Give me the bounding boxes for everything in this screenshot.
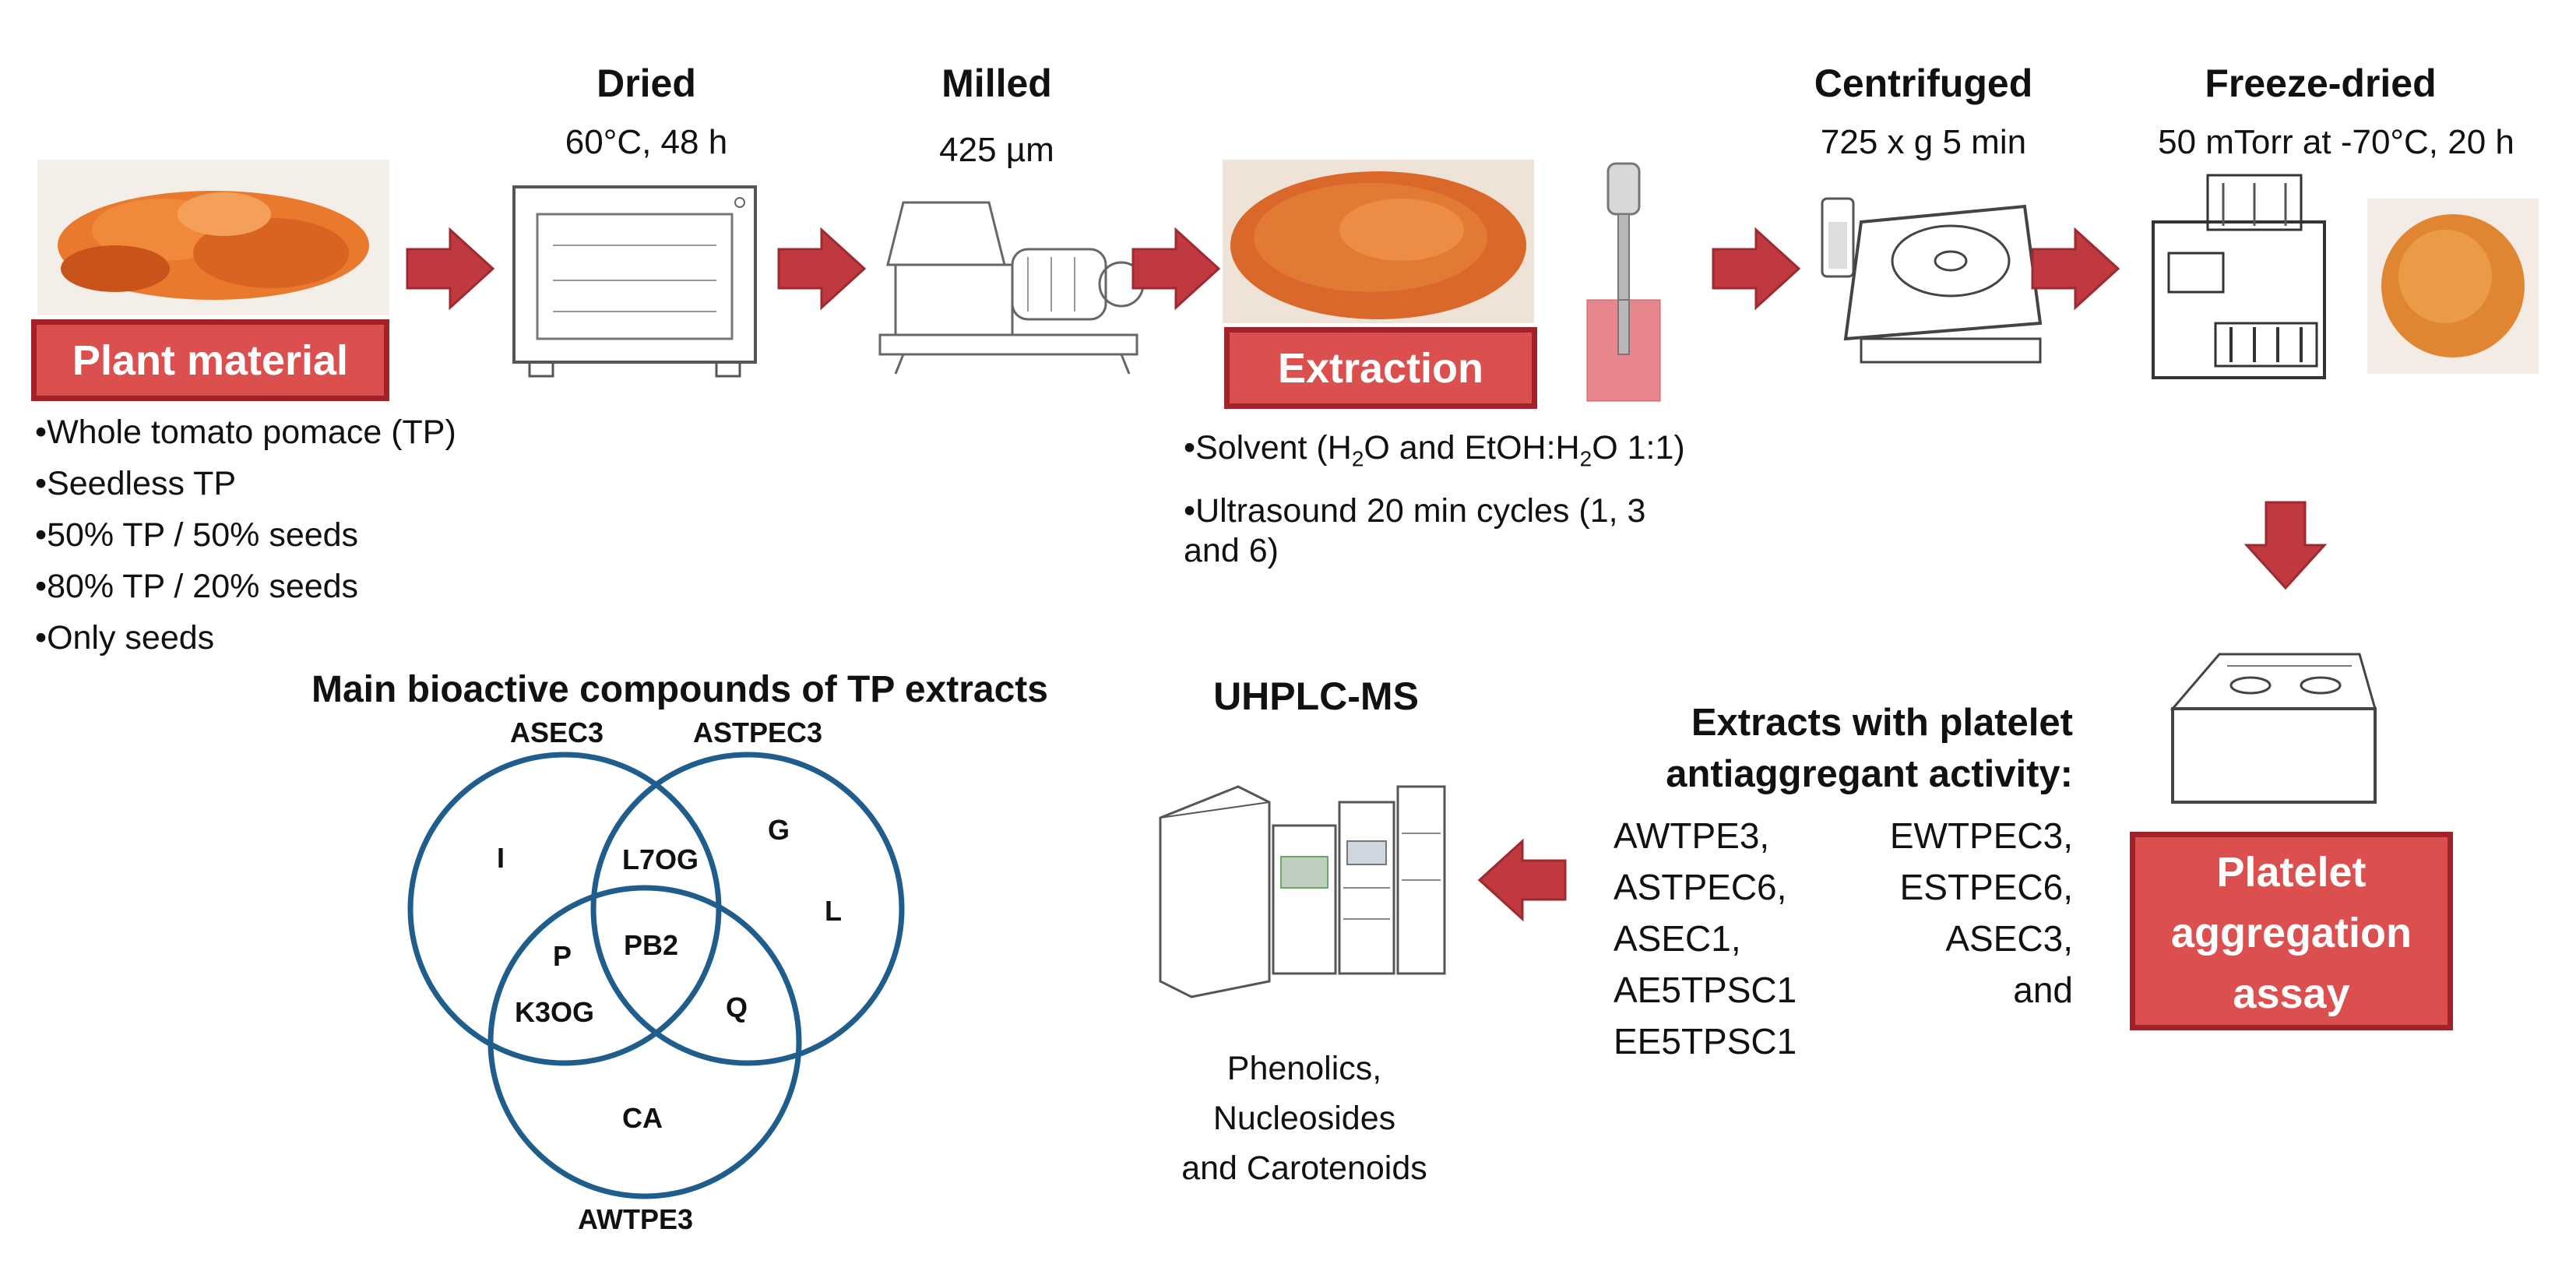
list-item: ASEC3, <box>1945 918 2073 959</box>
stage-title-centrifuged: Centrifuged <box>1814 62 2033 105</box>
ultrasound-probe-drawing <box>1586 162 1661 402</box>
venn-title: Main bioactive compounds of TP extracts <box>311 669 1048 710</box>
list-item: AE5TPSC1 <box>1614 970 1797 1010</box>
uhplc-instrument-drawing <box>1159 785 1446 998</box>
list-item: Whole tomato pomace (TP) <box>35 407 456 458</box>
mill-drawing <box>878 201 1145 375</box>
stage-param-freeze-dried: 50 mTorr at -70°C, 20 h <box>2158 123 2514 161</box>
arrow-right-icon <box>2031 227 2120 311</box>
venn-item-l7og: L7OG <box>621 843 699 875</box>
list-item: EWTPEC3, <box>1889 815 2073 856</box>
arrow-right-icon <box>406 227 495 311</box>
tomato-pomace-image <box>37 160 389 315</box>
extraction-ultrasound-cont: and 6) <box>1184 532 1279 569</box>
arrow-right-icon <box>1131 227 1221 311</box>
centrifuge-drawing <box>1821 197 2043 364</box>
stage-param-milled: 425 µm <box>939 131 1054 169</box>
arrow-right-icon <box>777 227 867 311</box>
extracts-list: AWTPE3, EWTPEC3, ASTPEC6, ESTPEC6, ASEC1… <box>1614 810 2073 1067</box>
uhplc-caption: Phenolics, Nucleosides and Carotenoids <box>1181 1050 1427 1187</box>
venn-set-label-astpec3: ASTPEC3 <box>693 717 823 748</box>
stage-title-freeze-dried: Freeze-dried <box>2205 62 2437 105</box>
stage-param-dried: 60°C, 48 h <box>565 123 728 161</box>
plant-material-label: Plant material <box>31 319 389 401</box>
list-item: 80% TP / 20% seeds <box>35 561 456 612</box>
venn-item-l: L <box>825 895 842 927</box>
list-item: EE5TPSC1 <box>1614 1021 1797 1062</box>
extraction-powder-image <box>1223 160 1534 323</box>
stage-title-milled: Milled <box>941 62 1052 105</box>
venn-diagram <box>407 752 905 1199</box>
uhplc-title: UHPLC-MS <box>1213 674 1419 718</box>
venn-item-ca: CA <box>622 1102 663 1134</box>
venn-item-g: G <box>767 814 790 846</box>
arrow-right-icon <box>1712 227 1801 311</box>
stage-title-dried: Dried <box>596 62 696 105</box>
extracts-title: Extracts with platelet antiaggregant act… <box>1666 702 2073 795</box>
list-item: ASEC1, <box>1614 918 1741 959</box>
venn-item-p: P <box>552 940 572 972</box>
arrow-left-icon <box>1477 838 1567 922</box>
venn-set-label-asec3: ASEC3 <box>510 717 604 748</box>
venn-circle-astpec3 <box>590 752 905 1066</box>
venn-item-q: Q <box>725 991 748 1023</box>
list-item: 50% TP / 50% seeds <box>35 509 456 561</box>
list-item: Seedless TP <box>35 458 456 509</box>
venn-item-k3og: K3OG <box>514 996 595 1028</box>
list-item: ESTPEC6, <box>1899 867 2073 907</box>
extraction-ultrasound: Ultrasound 20 min cycles (1, 3 <box>1184 485 1685 537</box>
freeze-dryer-drawing <box>2152 174 2326 379</box>
plant-material-list: Whole tomato pomace (TP) Seedless TP 50%… <box>35 407 456 664</box>
extraction-solvent: Solvent (H2O and EtOH:H2O 1:1) <box>1184 422 1685 485</box>
extraction-label: Extraction <box>1224 327 1537 409</box>
list-item: ASTPEC6, <box>1614 867 1787 907</box>
arrow-down-icon <box>2243 501 2328 590</box>
venn-circle-awtpe3 <box>487 885 802 1199</box>
aggregometer-drawing <box>2170 653 2377 804</box>
venn-item-pb2: PB2 <box>623 929 679 961</box>
list-item: AWTPE3, <box>1614 815 1770 856</box>
list-item: and <box>2013 970 2073 1010</box>
venn-set-label-awtpe3: AWTPE3 <box>578 1203 694 1235</box>
freeze-dried-powder-image <box>2367 199 2539 374</box>
extraction-details: Solvent (H2O and EtOH:H2O 1:1) Ultrasoun… <box>1184 422 1685 537</box>
oven-drawing <box>512 185 757 378</box>
list-item: Only seeds <box>35 612 456 664</box>
stage-param-centrifuged: 725 x g 5 min <box>1820 123 2027 161</box>
venn-item-i: I <box>496 842 505 874</box>
platelet-assay-label: Platelet aggregation assay <box>2130 832 2453 1030</box>
